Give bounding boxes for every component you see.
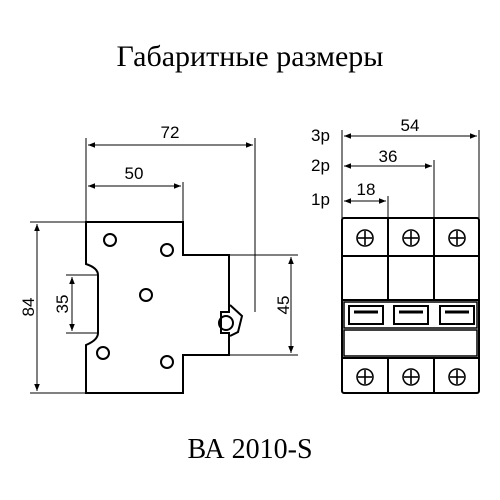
front-dimensions: [341, 130, 480, 218]
latch-icon: [218, 315, 234, 331]
page-title: Габаритные размеры: [116, 40, 384, 73]
screw-icon: [160, 355, 174, 369]
toggle-lever-icon: [348, 305, 384, 325]
screw-icon: [139, 288, 153, 302]
front-view-outline: [341, 217, 480, 394]
terminal-screw-icon: [448, 229, 466, 247]
dim-50-label: 50: [125, 164, 144, 183]
latch-hook: [229, 304, 244, 337]
toggle-lever-icon: [393, 305, 429, 325]
dim-35-label: 35: [53, 295, 72, 314]
terminal-screw-icon: [356, 229, 374, 247]
dim-54-label: 54: [401, 116, 420, 135]
dim-36-label: 36: [379, 147, 398, 166]
dim-84-label: 84: [19, 298, 38, 317]
model-name: ВА 2010-S: [187, 434, 313, 465]
screw-icon: [96, 346, 110, 360]
dim-18-label: 18: [357, 180, 376, 199]
terminal-screw-icon: [448, 368, 466, 386]
toggle-lever-icon: [439, 305, 475, 325]
screw-icon: [103, 233, 117, 247]
pole-label-3p: 3р: [311, 126, 330, 145]
screw-icon: [160, 243, 174, 257]
dim-45-label: 45: [274, 296, 293, 315]
side-view: [85, 221, 244, 394]
side-view-outline: [85, 221, 230, 394]
front-view: [341, 217, 480, 394]
dim-72-label: 72: [161, 123, 180, 142]
terminal-screw-icon: [356, 368, 374, 386]
terminal-screw-icon: [402, 229, 420, 247]
pole-label-2p: 2р: [311, 156, 330, 175]
side-dimensions: [30, 138, 298, 394]
pole-label-1p: 1р: [311, 190, 330, 209]
terminal-screw-icon: [402, 368, 420, 386]
